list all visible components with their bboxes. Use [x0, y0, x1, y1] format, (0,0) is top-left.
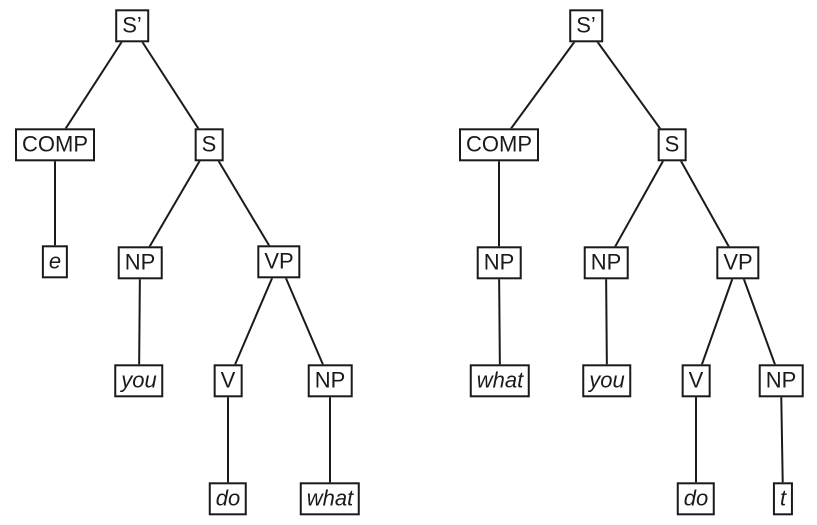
right-tree-node-np-comp: NP	[476, 246, 522, 280]
left-tree-node-vp: VP	[257, 245, 301, 279]
right-tree-edge-vp-np-obj	[737, 262, 782, 382]
left-tree-edge-s-vp	[208, 144, 280, 263]
right-tree-node-sbar: S’	[569, 9, 603, 43]
right-tree-edge-s-vp	[671, 144, 739, 264]
left-tree-edge-vp-np-obj	[278, 261, 331, 382]
right-tree-edge-sbar-comp	[498, 25, 587, 146]
right-tree-node-what: what	[469, 364, 531, 398]
right-tree-edge-vp-v	[695, 262, 739, 382]
right-tree-node-vp: VP	[716, 246, 760, 280]
right-tree-node-v: V	[681, 364, 711, 398]
left-tree-edge-np-subj-you	[138, 262, 141, 382]
left-tree-edge-sbar-s	[131, 25, 210, 146]
left-tree-node-what: what	[299, 482, 361, 516]
right-tree-node-comp: COMP	[459, 128, 539, 162]
left-tree-node-do: do	[208, 482, 248, 516]
right-tree-node-do: do	[676, 482, 716, 516]
right-tree-edge-np-comp-what	[498, 262, 501, 382]
left-tree-edge-s-np-subj	[139, 144, 210, 264]
right-tree-node-np-subj: NP	[583, 246, 629, 280]
left-tree-node-you: you	[114, 364, 164, 398]
left-tree-edge-vp-v	[227, 261, 280, 382]
right-tree-node-s: S	[657, 128, 687, 162]
right-tree-edge-sbar-s	[585, 25, 673, 146]
right-tree-node-np-obj: NP	[758, 364, 804, 398]
left-tree-node-comp: COMP	[15, 128, 95, 162]
left-tree-node-s: S	[194, 128, 224, 162]
left-tree-node-e: e	[41, 245, 69, 279]
left-tree-node-np-obj: NP	[307, 364, 353, 398]
right-tree-node-t: t	[772, 482, 794, 516]
right-tree-node-you: you	[582, 364, 632, 398]
right-tree-edge-np-obj-t	[780, 380, 784, 500]
right-tree-edge-s-np-subj	[605, 144, 673, 264]
left-tree-node-v: V	[213, 364, 243, 398]
right-tree-edge-np-subj-you	[605, 262, 608, 382]
left-tree-edge-sbar-comp	[54, 25, 133, 146]
left-tree-node-np-subj: NP	[117, 246, 163, 280]
left-tree-node-sbar: S’	[115, 9, 149, 43]
